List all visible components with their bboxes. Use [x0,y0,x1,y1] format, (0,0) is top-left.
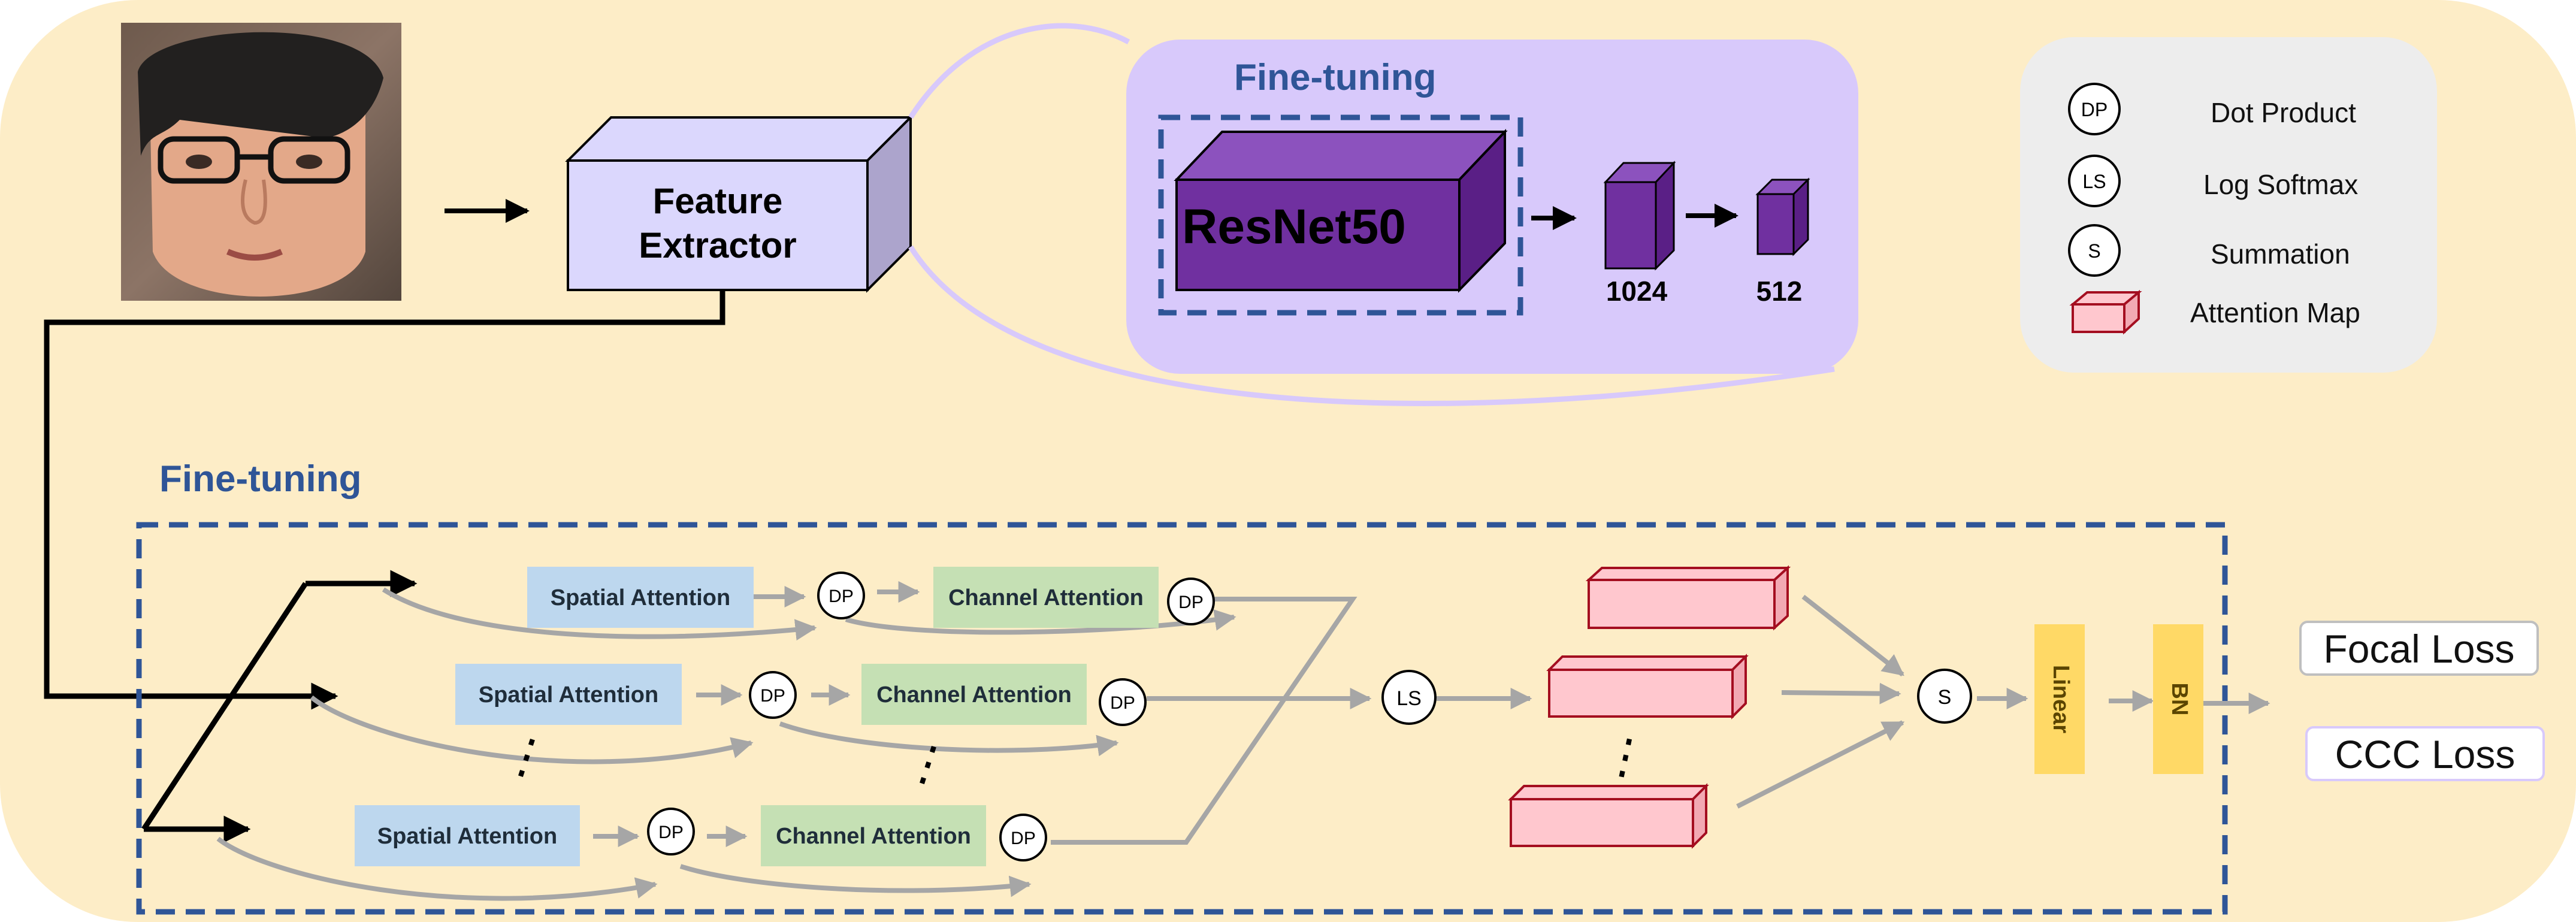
spatial-attention-box-2 [455,664,682,725]
legend-symbol-s: S [2088,240,2100,262]
focal-loss-label: Focal Loss [2323,627,2514,671]
zoom-curve-bottom [908,245,1835,406]
dp-operator-3b [999,814,1047,861]
dp-operator-2a-label: DP [760,686,785,706]
channel-attention-label-2: Channel Attention [876,682,1072,708]
attention-map-2 [1546,654,1749,720]
feature-extractor-label-line2: Extractor [639,225,796,265]
feature-extractor-label-line1: Feature [653,181,783,221]
resnet50-label: ResNet50 [1182,199,1406,254]
linear-layer-box [2034,624,2085,774]
batch-norm-box [2153,624,2203,774]
linear-layer-label: Linear [2048,665,2073,733]
connector-extractor-to-branches [44,290,725,710]
dimension-label-1024: 1024 [1606,276,1668,307]
legend-item-summation: S Summation [2068,224,2350,277]
finetune-title-top: Fine-tuning [1234,57,1436,98]
spatial-attention-box-3 [355,805,580,866]
legend-panel [2020,37,2437,373]
dp-operator-3a [647,808,695,856]
attention-map-1 [1585,565,1791,631]
legend-item-attention-map: Attention Map [2069,289,2360,335]
dimension-label-512: 512 [1756,276,1803,307]
batch-norm-label: BN [2167,683,2192,716]
gray-flow-arrows [216,581,2270,901]
legend-label-attention-map: Attention Map [2190,297,2360,328]
resnet50-block: ResNet50 [1174,128,1508,293]
dp-operator-2a [749,671,797,719]
dp-operator-1b [1167,578,1215,625]
finetune-dashed-box-top [1158,114,1523,316]
legend-item-dot-product: DP Dot Product [2068,83,2356,135]
feature-extractor-block: Feature Extractor [565,114,914,293]
legend-item-log-softmax: LS Log Softmax [2068,155,2358,207]
ellipsis-attention-maps: ⋮ [1597,725,1655,788]
channel-attention-box-2 [861,664,1087,725]
legend-symbol-ls: LS [2082,171,2106,192]
legend-symbol-dp: DP [2081,99,2108,120]
attention-map-3 [1508,783,1709,849]
channel-attention-box-3 [761,805,986,866]
channel-attention-label-3: Channel Attention [776,824,971,849]
legend-label-summation: Summation [2211,238,2350,270]
dp-operator-1a [817,572,865,619]
ccc-loss-label: CCC Loss [2335,732,2515,776]
legend-label-log-softmax: Log Softmax [2203,169,2358,200]
dp-operator-2b [1099,678,1147,726]
face-photo [121,23,401,301]
log-softmax-operator-label: LS [1396,687,1422,710]
dp-operator-3b-label: DP [1011,829,1036,848]
summation-operator-label: S [1938,686,1952,709]
legend-label-dot-product: Dot Product [2211,97,2356,128]
focal-loss-box [2299,621,2539,676]
spatial-attention-label-1: Spatial Attention [551,585,730,610]
dp-operator-3a-label: DP [658,823,684,842]
spatial-attention-box-1 [527,567,754,628]
summation-operator [1917,669,1972,724]
dp-operator-1b-label: DP [1178,593,1204,612]
zoom-curve-top [908,23,1130,119]
spatial-attention-label-3: Spatial Attention [377,824,557,849]
finetune-title-bottom: Fine-tuning [159,458,361,500]
branch-fan [141,570,418,843]
channel-attention-label-1: Channel Attention [948,585,1144,610]
feature-vector-1024 [1603,161,1676,271]
dp-operator-1a-label: DP [829,587,854,606]
finetune-dashed-box-bottom [136,522,2228,915]
channel-attention-box-1 [933,567,1159,628]
ccc-loss-box [2305,726,2545,781]
feature-vector-512 [1755,177,1810,256]
dp-operator-2b-label: DP [1110,693,1135,713]
spatial-attention-label-2: Spatial Attention [479,682,658,708]
log-softmax-operator [1381,670,1437,725]
